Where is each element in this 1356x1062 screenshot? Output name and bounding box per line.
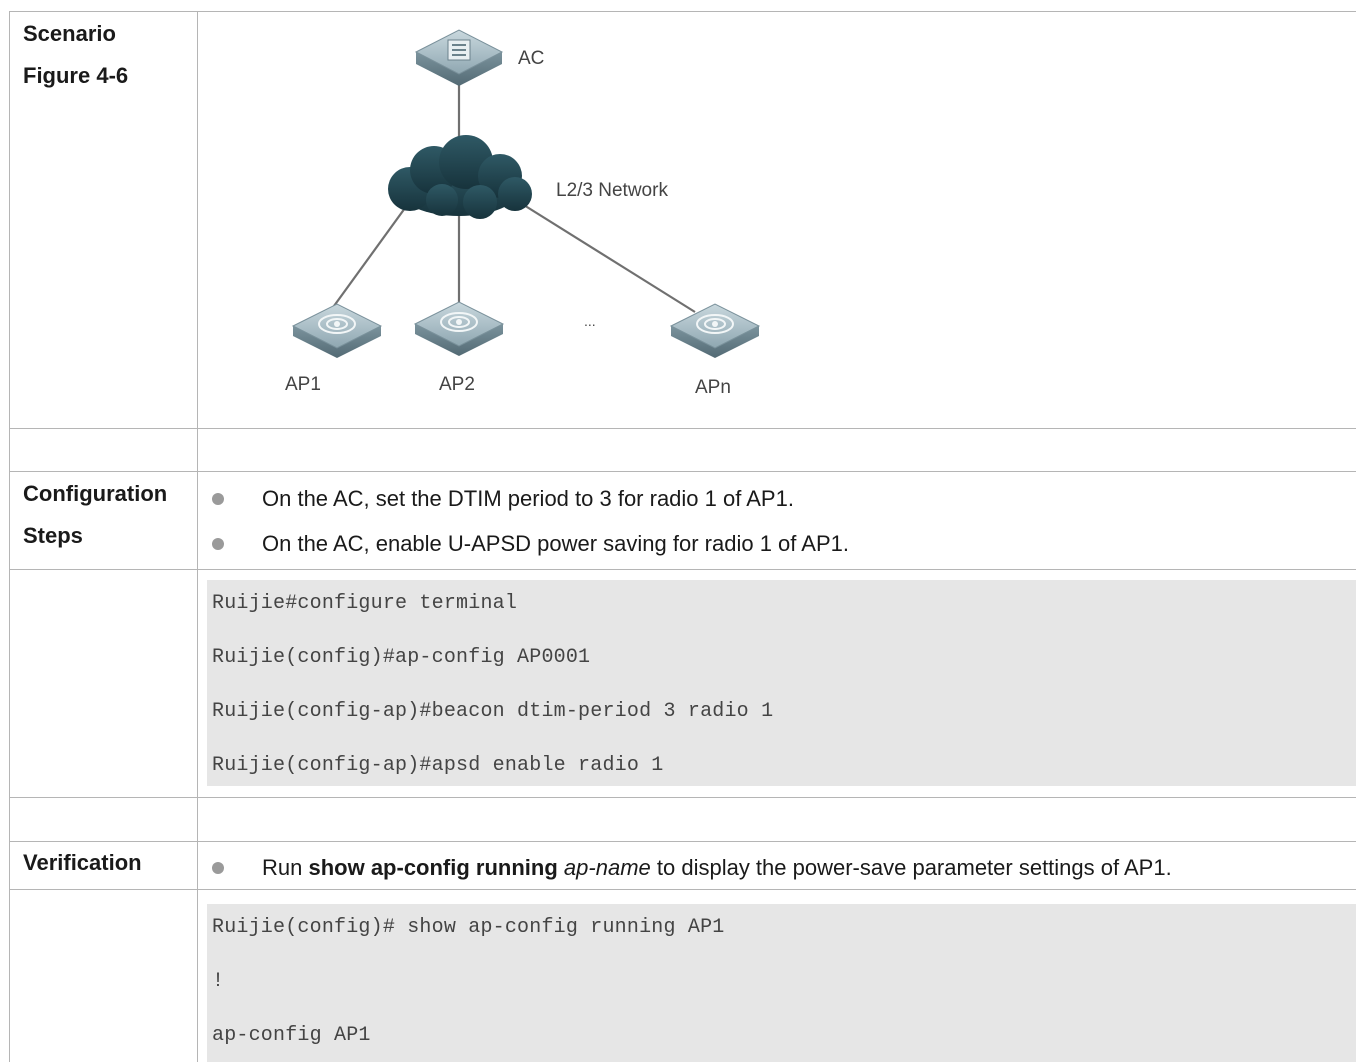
column-divider [197,11,198,1062]
step-suffix: to display the power-save parameter sett… [650,855,1172,880]
table-border-left [9,11,10,1062]
ap2-label: AP2 [439,374,475,395]
network-cloud-icon [388,135,532,219]
bullet-icon [212,862,224,874]
row-divider [9,428,1356,429]
ap1-device-icon [291,303,383,358]
row-divider [9,797,1356,798]
config-code-block: Ruijie#configure terminal Ruijie(config)… [207,580,1356,786]
network-label: L2/3 Network [556,180,668,201]
verification-step-text: Run show ap-config running ap-name to di… [262,855,1172,881]
scenario-label: Scenario [23,21,116,46]
verification-code-block: Ruijie(config)# show ap-config running A… [207,904,1356,1062]
config-step-text: On the AC, set the DTIM period to 3 for … [262,486,794,511]
row-divider [9,569,1356,570]
apn-device-icon [669,303,761,358]
verification-step-item: Run show ap-config running ap-name to di… [212,847,1172,889]
config-step-item: On the AC, enable U-APSD power saving fo… [212,523,849,565]
code-line: Ruijie(config)# show ap-config running A… [212,916,725,939]
code-line: Ruijie#configure terminal [212,592,518,615]
step-argument: ap-name [563,855,651,880]
steps-label: Steps [23,523,83,548]
ellipsis-label: ... [584,313,596,329]
code-line: Ruijie(config-ap)#apsd enable radio 1 [212,754,664,777]
ap2-device-icon [413,301,505,356]
step-prefix: Run [262,855,309,880]
apn-label: APn [695,377,731,398]
bullet-icon [212,493,224,505]
config-step-text: On the AC, enable U-APSD power saving fo… [262,531,849,556]
code-line: Ruijie(config-ap)#beacon dtim-period 3 r… [212,700,774,723]
configuration-label: Configuration [23,481,168,506]
code-line: ap-config AP1 [212,1024,371,1047]
connection-lines [325,84,696,318]
bullet-icon [212,538,224,550]
table-border-top [9,11,1356,12]
row-divider [9,841,1356,842]
step-command: show ap-config running [308,855,558,880]
code-line: ! [212,970,225,993]
verification-label: Verification [23,850,142,875]
ac-device-icon [414,29,504,86]
row-divider [9,471,1356,472]
config-step-item: On the AC, set the DTIM period to 3 for … [212,478,794,520]
figure-label: Figure 4-6 [23,63,129,88]
row-divider [9,889,1356,890]
code-line: Ruijie(config)#ap-config AP0001 [212,646,591,669]
ap1-label: AP1 [285,374,321,395]
ac-label: AC [518,48,544,69]
network-diagram: AC L2/3 Network AP1 [198,12,898,428]
